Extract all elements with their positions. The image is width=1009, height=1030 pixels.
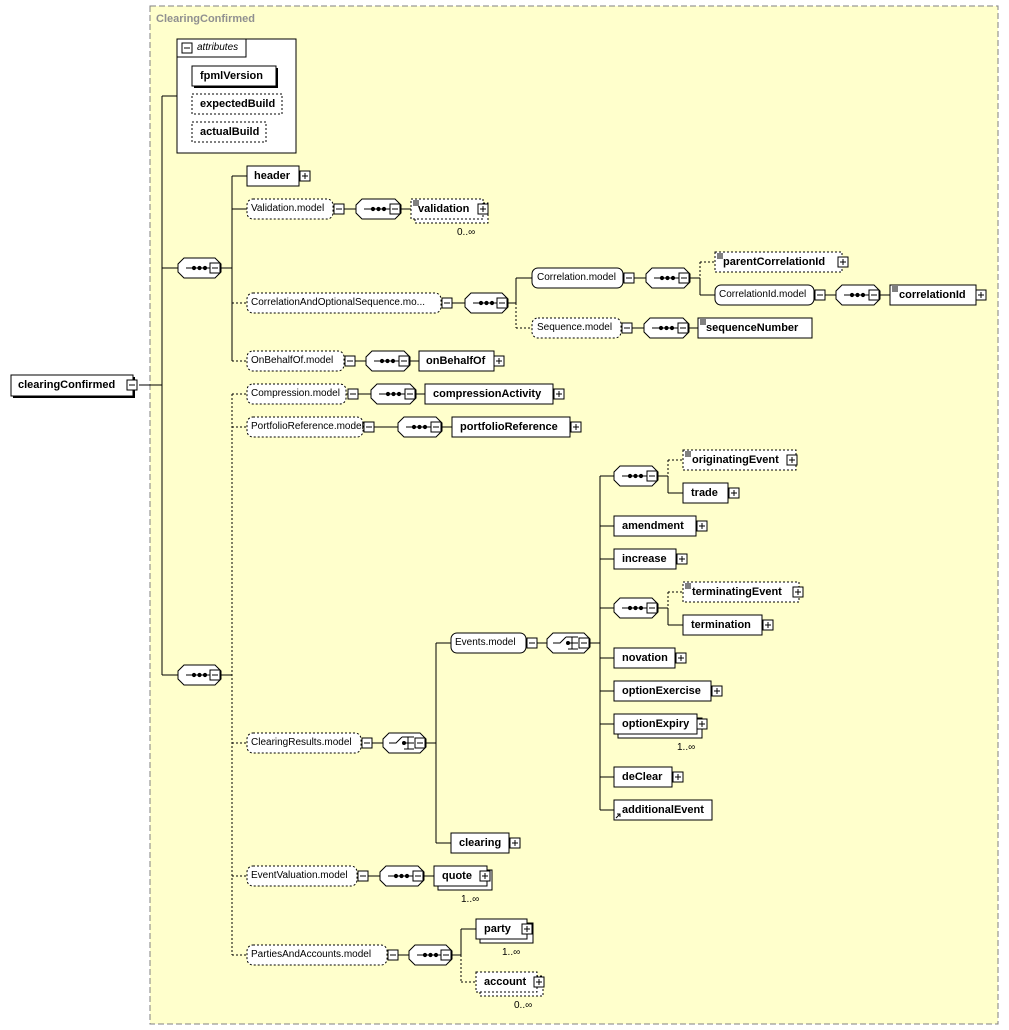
element-label: increase [622, 553, 667, 565]
element-label: portfolioReference [460, 421, 558, 433]
element-label: trade [691, 487, 718, 499]
element-account[interactable] [475, 971, 538, 993]
occurrence-label: 0..∞ [457, 227, 476, 238]
group-sequence-model[interactable] [531, 317, 622, 339]
element-label: optionExpiry [622, 718, 690, 730]
element-label: header [254, 170, 291, 182]
element-label: compressionActivity [433, 388, 542, 400]
element-label: clearing [459, 837, 502, 849]
element-amendment[interactable] [613, 515, 697, 537]
element-label: party [484, 923, 511, 935]
group-label: OnBehalfOf.model [251, 355, 334, 366]
group-validation-model[interactable] [246, 198, 334, 220]
group-label: CorrelationId.model [719, 289, 807, 300]
group-label: Sequence.model [537, 322, 613, 333]
element-label: termination [691, 619, 751, 631]
element-label: deClear [622, 771, 663, 783]
attribute-actual-build[interactable] [191, 121, 267, 143]
element-label: onBehalfOf [426, 355, 486, 367]
occurrence-label: 1..∞ [677, 742, 696, 753]
element-label: validation [418, 203, 470, 215]
group-label: Correlation.model [537, 272, 616, 283]
group-correlation-id-model[interactable] [714, 284, 815, 306]
element-label: additionalEvent [622, 804, 704, 816]
element-label: terminatingEvent [692, 586, 782, 598]
group-label: Events.model [455, 637, 516, 648]
attributes-title: attributes [197, 42, 239, 53]
group-label: Compression.model [251, 388, 340, 399]
element-label: novation [622, 652, 668, 664]
group-label: PartiesAndAccounts.model [251, 949, 372, 960]
element-label: correlationId [899, 289, 966, 301]
group-label: Validation.model [251, 203, 325, 214]
group-compression-model[interactable] [246, 383, 347, 405]
element-trade[interactable] [682, 482, 729, 504]
occurrence-label: 1..∞ [502, 947, 521, 958]
element-label: parentCorrelationId [723, 256, 826, 268]
group-title: ClearingConfirmed [156, 13, 256, 25]
element-originating-event[interactable] [682, 449, 797, 471]
element-increase[interactable] [613, 548, 677, 570]
element-portfolio-reference[interactable] [451, 416, 571, 438]
attribute-label: fpmlVersion [200, 70, 263, 82]
group-event-valuation-model[interactable] [246, 865, 358, 887]
element-label: originatingEvent [692, 454, 779, 466]
attribute-label: expectedBuild [200, 98, 276, 110]
element-label: optionExercise [622, 685, 701, 697]
group-correlation-model[interactable] [531, 267, 624, 289]
group-portfolio-reference-model[interactable] [246, 416, 364, 438]
group-clearing-results-model[interactable] [246, 732, 362, 754]
element-label: amendment [622, 520, 684, 532]
group-parties-accounts-model[interactable] [246, 944, 388, 966]
group-label: ClearingResults.model [251, 737, 352, 748]
group-label: CorrelationAndOptionalSequence.mo... [251, 297, 425, 308]
element-label: account [484, 976, 527, 988]
element-novation[interactable] [613, 647, 676, 669]
root-element-label: clearingConfirmed [18, 379, 116, 391]
attribute-expected-build[interactable] [191, 93, 283, 115]
element-compression-activity[interactable] [424, 383, 554, 405]
element-sequence-number[interactable] [697, 317, 813, 339]
element-clearing[interactable] [450, 832, 510, 854]
group-events-model[interactable] [450, 632, 527, 654]
occurrence-label: 0..∞ [514, 1000, 533, 1011]
group-on-behalf-of-model[interactable] [246, 350, 345, 372]
attribute-label: actualBuild [200, 126, 260, 138]
element-termination[interactable] [682, 614, 763, 636]
element-label: quote [442, 870, 472, 882]
group-correlation-seq-model[interactable] [246, 292, 442, 314]
occurrence-label: 1..∞ [461, 894, 480, 905]
element-header[interactable] [246, 165, 300, 187]
element-de-clear[interactable] [613, 766, 673, 788]
element-label: sequenceNumber [706, 322, 799, 334]
group-label: EventValuation.model [251, 870, 348, 881]
attributes-tab [176, 38, 247, 58]
element-additional-event[interactable] [613, 799, 713, 821]
group-label: PortfolioReference.model [251, 421, 364, 432]
element-option-exercise[interactable] [613, 680, 712, 702]
